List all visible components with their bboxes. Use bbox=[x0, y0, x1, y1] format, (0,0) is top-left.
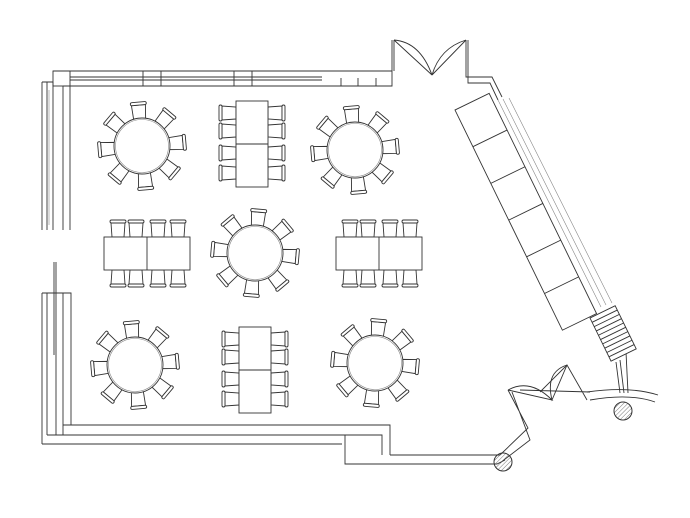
table-top bbox=[346, 334, 404, 392]
chair bbox=[221, 348, 240, 366]
stairs bbox=[589, 305, 637, 362]
door-top-right-leaf bbox=[431, 39, 467, 76]
chair bbox=[130, 390, 148, 410]
table-top bbox=[106, 336, 164, 394]
banquet-table bbox=[218, 100, 286, 188]
chair bbox=[218, 144, 237, 162]
column bbox=[613, 401, 633, 421]
banquet-table bbox=[221, 326, 289, 414]
chair bbox=[381, 219, 399, 238]
round-table bbox=[310, 105, 400, 195]
buffet-counter bbox=[454, 92, 598, 331]
chair bbox=[401, 269, 419, 288]
round-table bbox=[90, 320, 180, 410]
round-table bbox=[97, 101, 187, 191]
table-top bbox=[113, 117, 171, 175]
chair bbox=[310, 145, 330, 163]
chair bbox=[270, 370, 289, 388]
chair bbox=[169, 219, 187, 238]
chair bbox=[400, 358, 420, 376]
chair bbox=[221, 370, 240, 388]
columns bbox=[493, 401, 633, 472]
walls bbox=[41, 40, 659, 465]
chair bbox=[127, 219, 145, 238]
chair bbox=[109, 219, 127, 238]
chair bbox=[341, 219, 359, 238]
chair bbox=[359, 269, 377, 288]
chair bbox=[380, 137, 400, 155]
chair bbox=[362, 388, 380, 408]
chair bbox=[267, 144, 286, 162]
chair bbox=[129, 101, 147, 121]
furniture bbox=[90, 100, 423, 414]
chair bbox=[342, 105, 360, 125]
table-top bbox=[226, 224, 284, 282]
banquet-table bbox=[103, 219, 191, 288]
chair bbox=[210, 240, 230, 258]
chair bbox=[280, 248, 300, 266]
chair bbox=[270, 330, 289, 348]
chair bbox=[221, 390, 240, 408]
chair bbox=[267, 104, 286, 122]
chair bbox=[330, 350, 350, 368]
chair bbox=[90, 360, 110, 378]
chair bbox=[250, 208, 268, 228]
chair bbox=[160, 352, 180, 370]
chair bbox=[267, 164, 286, 182]
chair bbox=[127, 269, 145, 288]
chair bbox=[97, 141, 117, 159]
round-table bbox=[330, 318, 420, 408]
table-top bbox=[326, 121, 384, 179]
chair bbox=[270, 390, 289, 408]
round-table bbox=[210, 208, 300, 298]
chair bbox=[341, 269, 359, 288]
chair bbox=[122, 320, 140, 340]
chair bbox=[149, 269, 167, 288]
chair bbox=[381, 269, 399, 288]
chair bbox=[401, 219, 419, 238]
chair bbox=[169, 269, 187, 288]
chair bbox=[242, 278, 260, 298]
column bbox=[493, 452, 513, 472]
chair bbox=[218, 104, 237, 122]
chair bbox=[267, 122, 286, 140]
chair bbox=[218, 164, 237, 182]
chair bbox=[370, 318, 388, 338]
chair bbox=[350, 175, 368, 195]
door-bottom-right-leaf bbox=[549, 364, 568, 402]
chair bbox=[359, 219, 377, 238]
banquet-table bbox=[335, 219, 423, 288]
chair bbox=[149, 219, 167, 238]
chair bbox=[109, 269, 127, 288]
chair bbox=[221, 330, 240, 348]
chair bbox=[218, 122, 237, 140]
doors bbox=[393, 39, 568, 402]
door-top-left-leaf bbox=[393, 39, 433, 76]
chair bbox=[270, 348, 289, 366]
chair bbox=[167, 133, 187, 151]
chair bbox=[137, 171, 155, 191]
